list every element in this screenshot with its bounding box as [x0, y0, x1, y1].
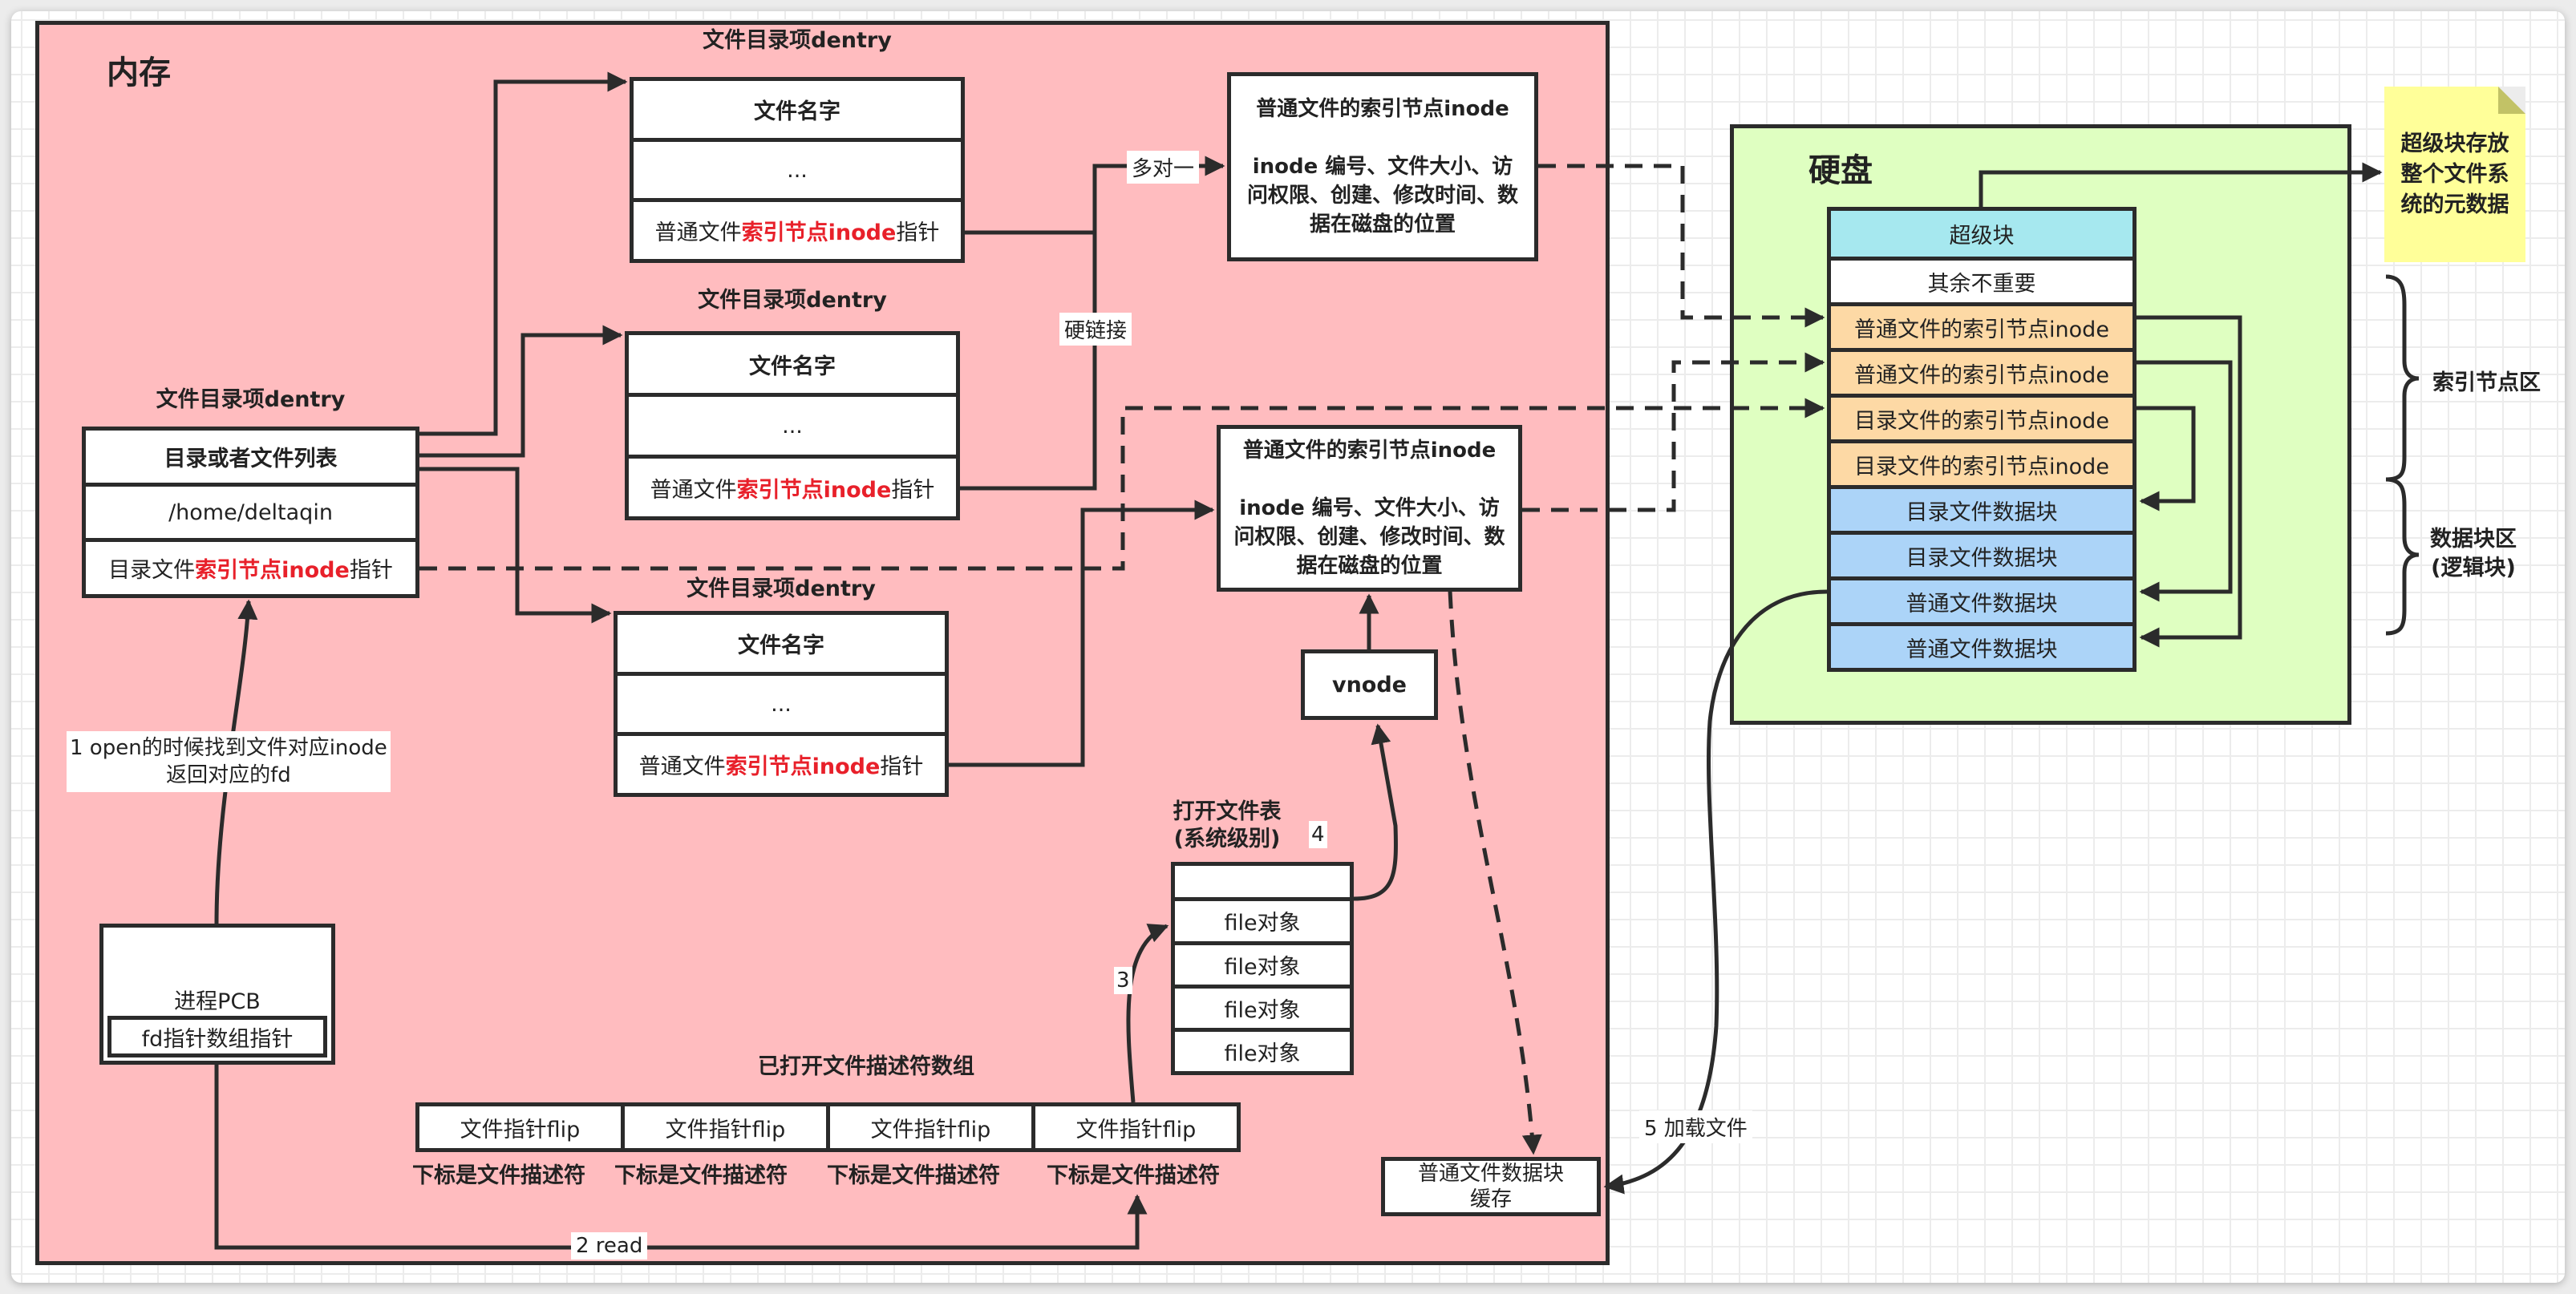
file-object[interactable]: file对象: [1175, 984, 1350, 1028]
data-block[interactable]: 普通文件数据块: [1831, 576, 2132, 622]
superblock-note: 超级块存放整个文件系统的元数据: [2384, 87, 2525, 262]
inode-block[interactable]: 目录文件的索引节点inode: [1831, 394, 2132, 439]
fd-index-label: 下标是文件描述符: [827, 1163, 1000, 1188]
dentry-title: 文件目录项dentry: [687, 576, 876, 601]
dentry-file-name: 文件名字: [754, 99, 840, 124]
data-block[interactable]: 目录文件数据块: [1831, 485, 2132, 531]
file-object[interactable]: file对象: [1175, 1027, 1350, 1071]
dentry-title: 文件目录项dentry: [698, 288, 887, 313]
inode-block[interactable]: 目录文件的索引节点inode: [1831, 439, 2132, 485]
inode-box[interactable]: 普通文件的索引节点inode inode 编号、文件大小、访问权限、创建、修改时…: [1227, 72, 1538, 261]
inode-region-label: 索引节点区: [2432, 370, 2541, 395]
inode-block[interactable]: 普通文件的索引节点inode: [1831, 348, 2132, 394]
dentry-file-name: 文件名字: [749, 354, 836, 379]
fd-array-cell[interactable]: 文件指针flip: [1031, 1106, 1237, 1148]
dir-dentry-title: 文件目录项dentry: [156, 387, 346, 412]
open-file-table-title-line2: (系统级别): [1173, 827, 1281, 851]
fd-array-title: 已打开文件描述符数组: [758, 1054, 974, 1079]
open-step-label: 1 open的时候找到文件对应inode 返回对应的fd: [67, 731, 391, 792]
many-to-one-label: 多对一: [1127, 151, 1200, 184]
other-block[interactable]: 其余不重要: [1831, 257, 2132, 302]
open-file-table-header: [1175, 866, 1350, 897]
dir-path: /home/deltaqin: [86, 482, 415, 539]
disk-block-stack: 超级块 其余不重要 普通文件的索引节点inode 普通文件的索引节点inode …: [1827, 207, 2137, 672]
inode-description: inode 编号、文件大小、访问权限、创建、修改时间、数据在磁盘的位置: [1246, 155, 1518, 237]
data-block-cache[interactable]: 普通文件数据块 缓存: [1381, 1157, 1601, 1216]
disk-title: 硬盘: [1808, 152, 1873, 189]
data-region-label-line2: (逻辑块): [2431, 556, 2516, 580]
process-pcb[interactable]: 进程PCB fd指针数组指针: [99, 924, 335, 1065]
load-file-label: 5 加载文件: [1639, 1110, 1752, 1143]
open-file-table-title-line1: 打开文件表: [1173, 799, 1282, 824]
read-step-label: 2 read: [571, 1232, 648, 1260]
inode-block[interactable]: 普通文件的索引节点inode: [1831, 302, 2132, 348]
inode-title: 普通文件的索引节点inode: [1242, 439, 1497, 463]
open-file-table-title: 打开文件表 (系统级别): [1155, 799, 1299, 853]
cache-label-line1: 普通文件数据块: [1417, 1162, 1564, 1186]
dentry-file-name: 文件名字: [738, 633, 824, 658]
process-pcb-title: 进程PCB: [174, 989, 261, 1014]
vnode-box[interactable]: vnode: [1301, 649, 1438, 720]
fd-array-cell[interactable]: 文件指针flip: [621, 1106, 826, 1148]
data-block[interactable]: 普通文件数据块: [1831, 622, 2132, 668]
dir-entry-list: 目录或者文件列表: [164, 446, 338, 471]
fd-array-cell[interactable]: 文件指针flip: [826, 1106, 1031, 1148]
inode-title: 普通文件的索引节点inode: [1256, 97, 1509, 121]
fd-index-label: 下标是文件描述符: [412, 1163, 585, 1188]
hard-link-label: 硬链接: [1059, 313, 1132, 346]
open-step-label-line2: 返回对应的fd: [166, 763, 291, 787]
data-region-label-line1: 数据块区: [2430, 527, 2517, 552]
open-step-label-line1: 1 open的时候找到文件对应inode: [70, 736, 387, 760]
fd-index-label: 下标是文件描述符: [614, 1163, 788, 1188]
memory-title: 内存: [107, 55, 171, 91]
fd-array-cell[interactable]: 文件指针flip: [460, 1117, 581, 1142]
dentry-ellipsis: ...: [634, 137, 961, 199]
inode-description: inode 编号、文件大小、访问权限、创建、修改时间、数据在磁盘的位置: [1233, 496, 1505, 578]
step4-label: 4: [1309, 821, 1327, 848]
data-block[interactable]: 目录文件数据块: [1831, 531, 2132, 576]
open-file-table[interactable]: file对象 file对象 file对象 file对象: [1171, 862, 1354, 1075]
dentry-ellipsis: ...: [629, 393, 956, 455]
file-object[interactable]: file对象: [1175, 897, 1350, 940]
fd-array[interactable]: 文件指针flip 文件指针flip 文件指针flip 文件指针flip: [415, 1102, 1241, 1152]
superblock[interactable]: 超级块: [1831, 211, 2132, 257]
note-text: 超级块存放整个文件系统的元数据: [2400, 131, 2509, 217]
step3-label: 3: [1114, 967, 1132, 994]
note-fold-corner: [2498, 87, 2525, 114]
data-region-label: 数据块区 (逻辑块): [2430, 525, 2517, 583]
cache-label-line2: 缓存: [1469, 1187, 1512, 1211]
fd-array-pointer[interactable]: fd指针数组指针: [107, 1016, 327, 1057]
inode-box[interactable]: 普通文件的索引节点inode inode 编号、文件大小、访问权限、创建、修改时…: [1217, 425, 1522, 592]
dentry-title: 文件目录项dentry: [703, 28, 892, 53]
file-object[interactable]: file对象: [1175, 940, 1350, 985]
dentry-ellipsis: ...: [618, 671, 945, 733]
fd-index-label: 下标是文件描述符: [1047, 1163, 1220, 1188]
